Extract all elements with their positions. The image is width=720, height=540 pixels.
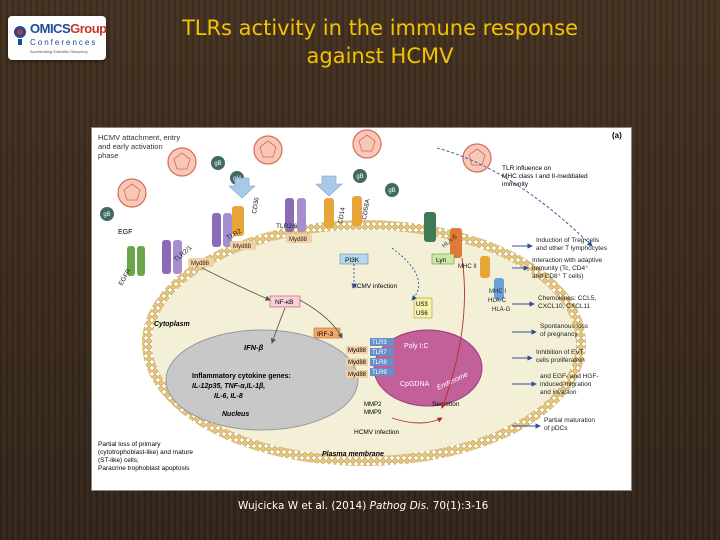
nucleus (165, 329, 359, 431)
svg-text:MMP9: MMP9 (364, 410, 382, 416)
logo-tagline: Accelerating Scientific Discovery (30, 49, 88, 54)
logo-globe-icon (14, 26, 26, 45)
svg-text:Myd88: Myd88 (233, 244, 252, 250)
myd88-adaptors: Myd88 Myd88 Myd88 (188, 234, 312, 267)
tlr-pathway-figure: (a) HCMV attachment, entry and early act… (91, 127, 632, 491)
svg-text:MHC I: MHC I (489, 289, 506, 295)
svg-text:US6: US6 (416, 311, 428, 317)
tlr-influence-label: TLR influence on MHC class I and II-medd… (502, 165, 589, 188)
cpgdna-label: CpGDNA (400, 381, 430, 388)
bottom-left-effects: Partial loss of primary (cytotrophoblast… (98, 441, 195, 472)
citation: Wujcicka W et al. (2014) Pathog Dis. 70(… (238, 500, 489, 512)
svg-text:IRF-3: IRF-3 (317, 331, 334, 338)
plasma-membrane-label: Plasma membrane (322, 451, 384, 458)
irf3-box: IRF-3 (313, 327, 341, 339)
cytoplasm-label: Cytoplasm (154, 321, 190, 328)
svg-text:CD14: CD14 (337, 206, 347, 224)
logo-name: OMICSGroup (30, 21, 107, 36)
pathway-diagram: (a) HCMV attachment, entry and early act… (98, 129, 622, 472)
svg-text:gB: gB (103, 212, 110, 218)
hcmv-infection-label-2: HCMV infection (354, 429, 400, 436)
signal-arrows (201, 147, 593, 424)
svg-text:EGFR: EGFR (118, 268, 133, 287)
pi3k-box: PI3K (339, 253, 369, 265)
svg-text:Myd88: Myd88 (348, 372, 367, 378)
svg-text:TLR2/6: TLR2/6 (276, 223, 298, 230)
hcmv-infection-label: HCMV infection (352, 283, 398, 290)
nfkb-box: NF-κB (269, 295, 301, 308)
title-line-1: TLRs activity in the immune response (181, 16, 579, 40)
svg-text:gB: gB (388, 188, 395, 194)
lyn-box: Lyn (431, 253, 455, 265)
attach-label: HCMV attachment, entry and early activat… (98, 133, 182, 160)
svg-text:MMP2: MMP2 (364, 402, 382, 408)
svg-text:gB: gB (356, 174, 363, 180)
svg-text:MHC II: MHC II (458, 264, 477, 270)
logo-conferences: Conferences (30, 38, 98, 47)
endosomal-tlrs: TLR3 TLR7 TLR8 TLR9 Myd88 Myd88 Myd88 (346, 338, 394, 378)
svg-text:CD36: CD36 (251, 196, 261, 214)
svg-text:HLA-C: HLA-C (488, 298, 507, 304)
svg-text:gB: gB (214, 161, 221, 167)
ifn-label: IFN-β (244, 343, 264, 352)
right-arrows (512, 243, 541, 429)
svg-text:US3: US3 (416, 302, 428, 308)
secretion-label: Secretion (432, 401, 460, 408)
activation-arrows (228, 175, 343, 199)
panel-label: (a) (612, 131, 622, 140)
slide-title: TLRs activity in the immune response aga… (120, 14, 640, 70)
svg-text:CD58A: CD58A (361, 198, 372, 221)
svg-text:Myd88: Myd88 (348, 360, 367, 366)
omics-group-logo: OMICSGroup Conferences Accelerating Scie… (8, 16, 107, 60)
svg-text:HLA-G: HLA-G (492, 307, 511, 313)
nucleus-label: Nucleus (222, 411, 249, 418)
svg-text:TLR7: TLR7 (372, 350, 387, 356)
inflammatory-genes: Inflammatory cytokine genes: IL-12p35, T… (192, 373, 293, 400)
poly-ic-label: Poly I:C (404, 343, 429, 350)
svg-text:TLR9: TLR9 (372, 370, 387, 376)
title-line-2: against HCMV (306, 44, 454, 68)
svg-text:TLR3: TLR3 (372, 340, 387, 346)
svg-text:TLR8: TLR8 (372, 360, 387, 366)
hcmv-virion-icons (117, 129, 492, 208)
svg-text:Myd88: Myd88 (289, 237, 308, 243)
svg-text:Myd88: Myd88 (348, 348, 367, 354)
svg-text:PI3K: PI3K (345, 257, 360, 264)
svg-text:Myd88: Myd88 (191, 261, 210, 267)
svg-text:NF-κB: NF-κB (275, 299, 293, 306)
tlr-receptors (127, 196, 462, 276)
svg-text:Chemokines: CCL5,CXCL10, CXCL1: Chemokines: CCL5,CXCL10, CXCL11 (538, 295, 596, 310)
svg-text:Lyn: Lyn (436, 257, 447, 264)
egf-label: EGF (118, 229, 132, 236)
